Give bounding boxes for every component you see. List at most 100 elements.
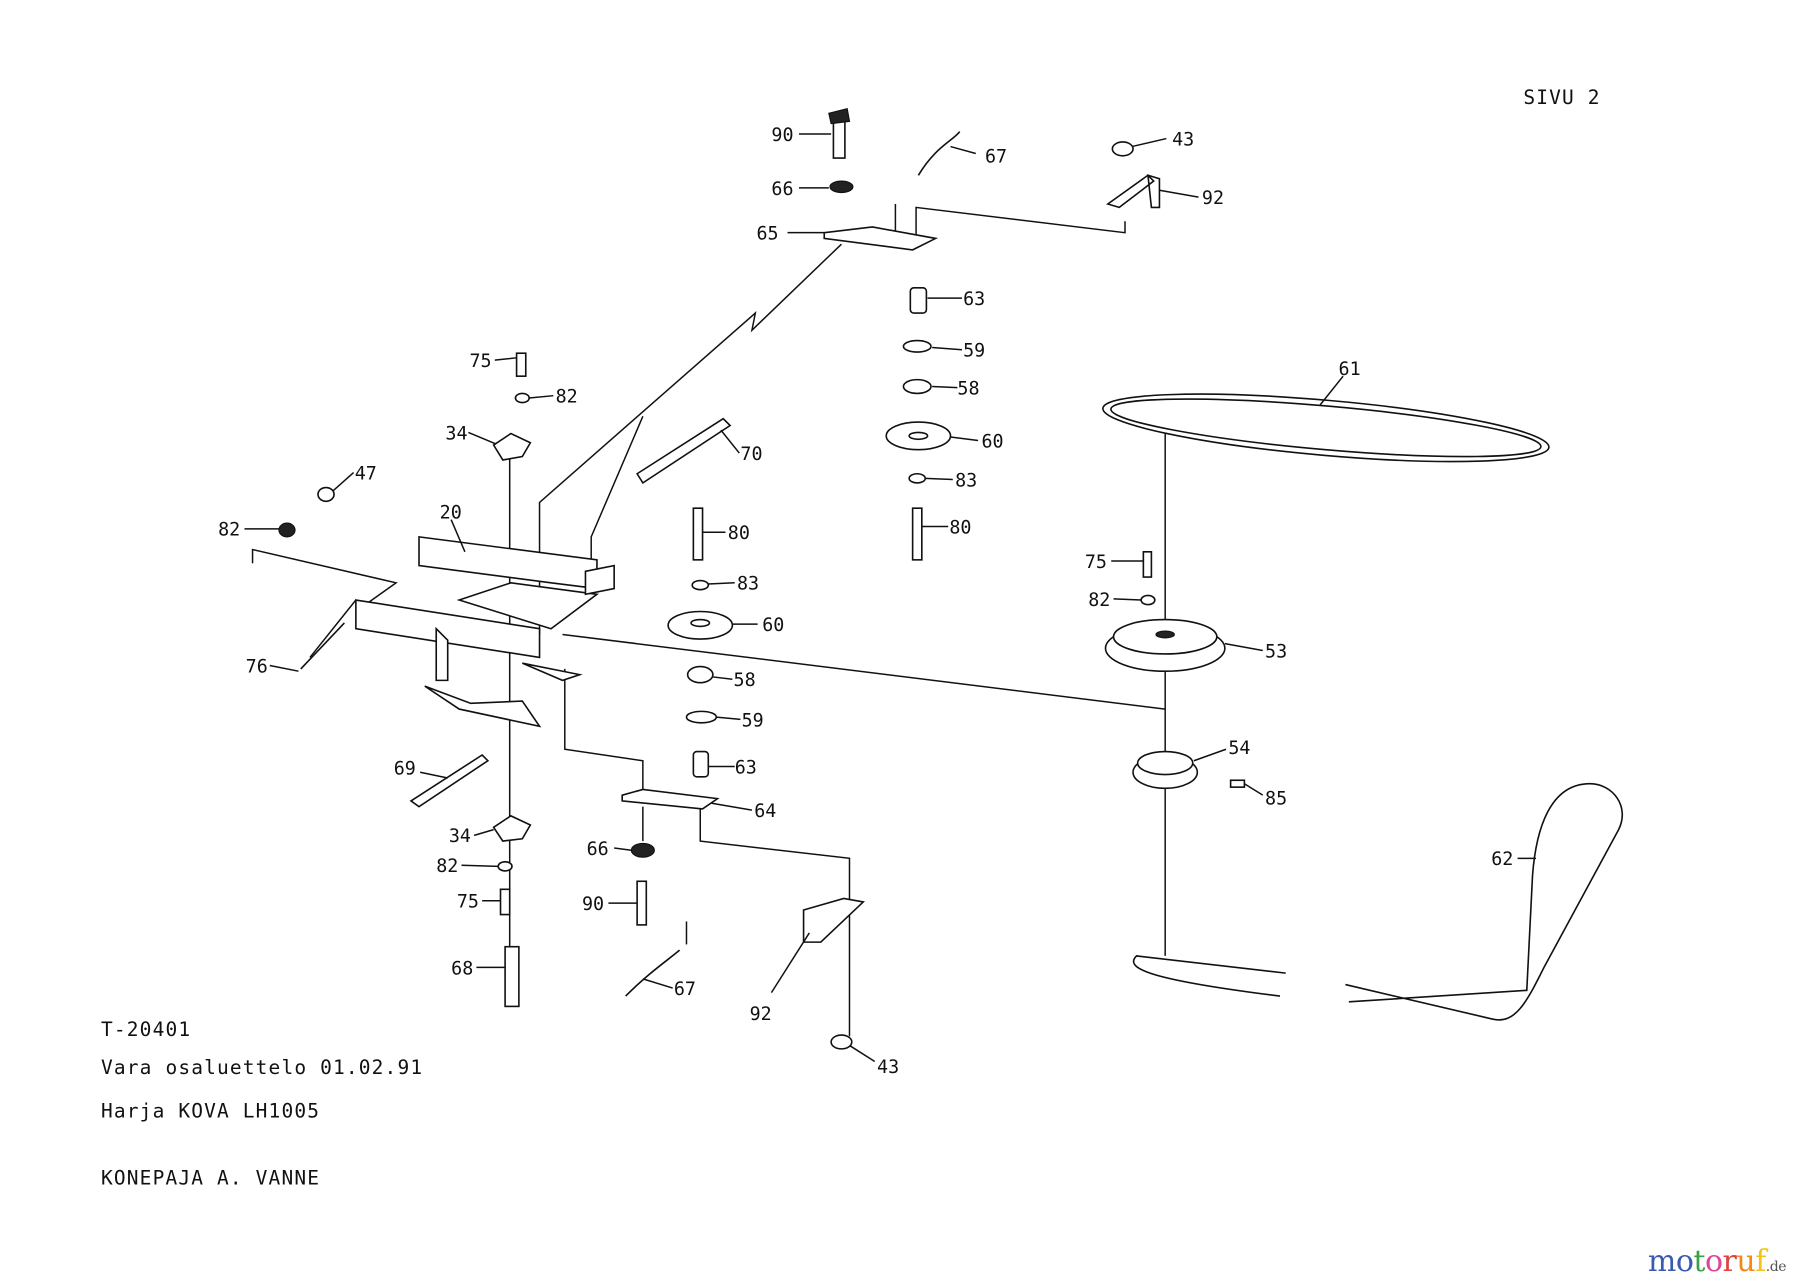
part-label: 47 xyxy=(355,463,377,484)
part-label: 82 xyxy=(218,520,240,541)
part-label: 82 xyxy=(436,856,458,877)
part-label: 75 xyxy=(470,351,492,372)
company-name: KONEPAJA A. VANNE xyxy=(101,1166,320,1189)
part-label: 20 xyxy=(440,503,462,524)
key-85 xyxy=(1229,779,1246,788)
part-label: 34 xyxy=(445,423,467,444)
circlip-59-top xyxy=(902,339,932,353)
washer-83-mid xyxy=(691,579,710,591)
bolt-head-90-top xyxy=(828,107,851,125)
part-label: 70 xyxy=(740,444,762,465)
logo-letter: o xyxy=(1675,1244,1694,1279)
part-label: 58 xyxy=(957,379,979,400)
bolt-90-lower xyxy=(636,880,648,926)
part-label: 62 xyxy=(1491,849,1513,870)
washer-66-top xyxy=(829,180,854,194)
part-label: 76 xyxy=(246,656,268,677)
bearing-34-upper xyxy=(492,432,532,461)
part-label: 80 xyxy=(728,523,750,544)
logo-letter: u xyxy=(1736,1244,1756,1279)
logo-letter: f xyxy=(1755,1244,1766,1279)
part-label: 85 xyxy=(1265,788,1287,809)
spacer-58-mid xyxy=(686,665,714,684)
part-label: 66 xyxy=(587,839,609,860)
part-label: 60 xyxy=(762,615,784,636)
part-label: 63 xyxy=(963,289,985,310)
plate-64 xyxy=(621,788,720,810)
belt-62 xyxy=(1345,782,1624,1021)
washer-83-top xyxy=(908,472,927,484)
part-label: 61 xyxy=(1339,359,1361,380)
part-label: 43 xyxy=(1172,129,1194,150)
bearing-34-lower xyxy=(492,814,532,842)
part-label: 66 xyxy=(771,179,793,200)
spare-parts-list-date: Vara osaluettelo 01.02.91 xyxy=(101,1056,423,1079)
part-label: 83 xyxy=(955,470,977,491)
part-label: 64 xyxy=(754,801,776,822)
spring-67-lower xyxy=(625,949,681,997)
bushing-63-top xyxy=(909,286,928,314)
washer-82-lower xyxy=(497,860,513,872)
main-frame-20 xyxy=(355,535,615,728)
part-label: 68 xyxy=(451,958,473,979)
part-label: 54 xyxy=(1228,738,1250,759)
part-label: 80 xyxy=(949,517,971,538)
shaft-68 xyxy=(504,945,520,1008)
bolt-75-lower xyxy=(499,888,511,916)
part-label: 60 xyxy=(982,431,1004,452)
logo-letter: o xyxy=(1704,1244,1723,1279)
part-label: 69 xyxy=(394,759,416,780)
logo-letter: m xyxy=(1647,1244,1676,1279)
page-label: SIVU 2 xyxy=(1523,86,1600,109)
belt-62-lower-left xyxy=(1132,955,1286,997)
part-label: 59 xyxy=(963,341,985,362)
nut-43-lower xyxy=(830,1034,853,1050)
part-label: 92 xyxy=(1202,188,1224,209)
washer-82-right xyxy=(1140,594,1156,606)
strip-69 xyxy=(409,753,490,808)
part-label: 92 xyxy=(750,1004,772,1025)
part-label: 63 xyxy=(735,757,757,778)
bushing-63-mid xyxy=(692,750,710,778)
part-label: 43 xyxy=(877,1057,899,1078)
bolt-75-upper xyxy=(515,352,527,377)
logo-letter: r xyxy=(1722,1244,1737,1279)
bolt-80-mid xyxy=(692,507,704,561)
washer-66-lower xyxy=(630,842,655,858)
part-label: 65 xyxy=(757,224,779,245)
logo-letter: t xyxy=(1693,1244,1705,1279)
bracket-92-bottom xyxy=(802,897,865,943)
part-label: 75 xyxy=(1085,552,1107,573)
part-label: 58 xyxy=(734,670,756,691)
nut-47 xyxy=(317,486,335,503)
washer-82-upper xyxy=(514,392,531,404)
leader-lines xyxy=(244,133,1536,1063)
part-label: 83 xyxy=(737,574,759,595)
title-block: T-20401 Vara osaluettelo 01.02.91 Harja … xyxy=(101,1018,423,1189)
part-label: 67 xyxy=(985,147,1007,168)
bolt-76 xyxy=(300,622,345,670)
part-label: 90 xyxy=(771,125,793,146)
part-label: 75 xyxy=(457,892,479,913)
part-label: 82 xyxy=(1088,590,1110,611)
part-label: 90 xyxy=(582,894,604,915)
circlip-59-mid xyxy=(685,710,718,724)
nut-43-top xyxy=(1111,141,1134,157)
plate-65 xyxy=(823,226,939,251)
product-name: Harja KOVA LH1005 xyxy=(101,1100,320,1123)
part-shapes xyxy=(278,107,1624,1050)
part-label: 59 xyxy=(742,710,764,731)
logo-suffix: .de xyxy=(1765,1259,1787,1275)
motoruf-watermark-logo: motoruf.de xyxy=(1647,1244,1787,1279)
part-label: 34 xyxy=(449,826,471,847)
part-label: 67 xyxy=(674,979,696,1000)
bolt-75-right xyxy=(1142,551,1153,578)
washer-82-left xyxy=(278,522,296,538)
part-label: 82 xyxy=(556,387,578,408)
drawing-number: T-20401 xyxy=(101,1018,191,1041)
bracket-92-top xyxy=(1105,174,1161,209)
part-labels: 90 66 65 67 43 92 63 59 58 60 83 80 61 7… xyxy=(218,125,1513,1078)
strip-70 xyxy=(636,417,732,485)
